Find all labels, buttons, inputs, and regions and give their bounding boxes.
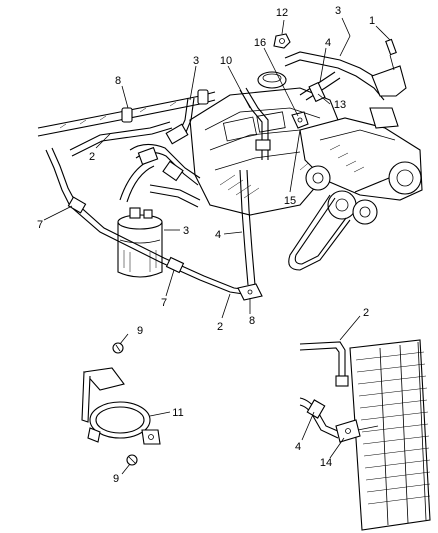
callout-7-left: 7 bbox=[37, 219, 43, 231]
callout-11: 11 bbox=[172, 407, 183, 419]
callout-3-top-right: 3 bbox=[335, 5, 341, 17]
callout-3-lower: 3 bbox=[183, 225, 189, 237]
callout-1: 1 bbox=[369, 15, 375, 27]
callout-15: 15 bbox=[284, 195, 296, 207]
callout-2-upper: 2 bbox=[89, 151, 95, 163]
callout-7-lower: 7 bbox=[161, 297, 167, 309]
callout-4-lower: 4 bbox=[215, 229, 221, 241]
accumulator bbox=[117, 207, 163, 278]
compressor-assembly bbox=[288, 117, 423, 271]
callout-8-lower: 8 bbox=[249, 315, 255, 327]
callout-9-top: 9 bbox=[137, 325, 143, 337]
left-plumbing bbox=[37, 87, 271, 208]
callout-13: 12 bbox=[276, 7, 288, 19]
callout-16: 16 bbox=[254, 37, 266, 49]
line-loop bbox=[45, 147, 263, 301]
upper-hose bbox=[273, 33, 407, 129]
callout-labels: 12 3 1 4 16 10 3 8 13 2 15 7 3 4 7 2 8 9… bbox=[37, 5, 375, 485]
condenser-detail bbox=[299, 339, 431, 531]
callout-2-right: 2 bbox=[363, 307, 369, 319]
callout-12: 13 bbox=[334, 99, 346, 111]
callout-8-top: 8 bbox=[115, 75, 121, 87]
callout-14: 14 bbox=[320, 457, 332, 469]
callout-9-bottom: 9 bbox=[113, 473, 119, 485]
callout-4-top: 4 bbox=[325, 37, 331, 49]
callout-3-top-left: 3 bbox=[193, 55, 199, 67]
callout-4-right: 4 bbox=[295, 441, 301, 453]
bracket-detail bbox=[81, 342, 161, 466]
callout-2-lower: 2 bbox=[217, 321, 223, 333]
callout-10: 10 bbox=[220, 55, 232, 67]
leader-lines bbox=[43, 17, 391, 475]
